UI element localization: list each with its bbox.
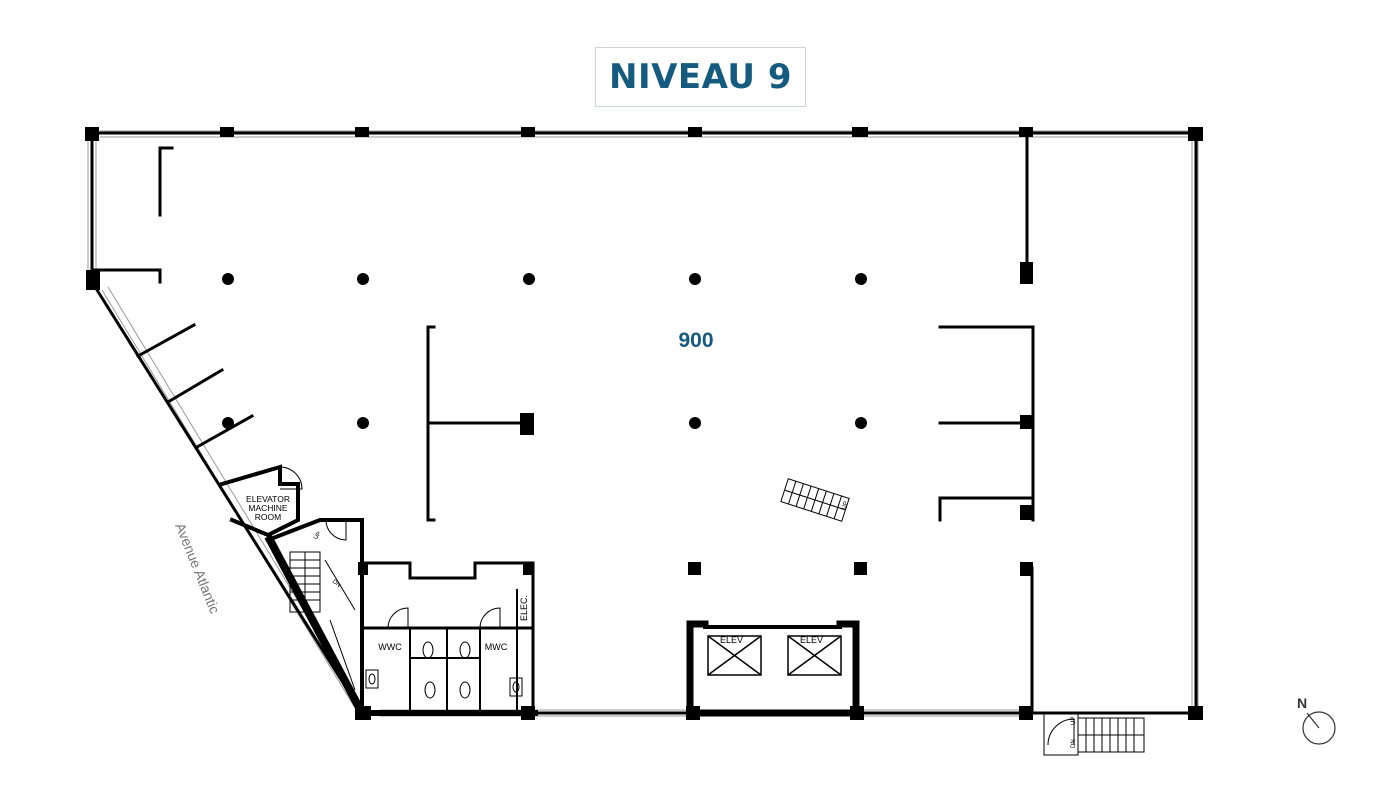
doors: [279, 466, 1075, 746]
central-stair: [780, 478, 850, 522]
pier-n5: [852, 127, 868, 137]
sink-bowl: [512, 681, 520, 693]
column: [523, 273, 535, 285]
pier-c2: [688, 562, 701, 575]
elevator-cross: [787, 635, 842, 676]
east-partition-arm-2: [938, 496, 1035, 522]
sink: [509, 677, 523, 697]
pier-n1: [220, 127, 234, 137]
suite-number: 900: [678, 329, 713, 352]
stair-core-wall: [265, 518, 364, 712]
pier-s2: [521, 706, 535, 720]
columns: [222, 273, 867, 429]
elevators: [707, 635, 842, 676]
corner-pier-nw: [85, 127, 99, 141]
stairs: [289, 478, 1145, 756]
pier-e4: [1020, 562, 1033, 576]
compass: N: [1297, 695, 1336, 745]
washroom-fixtures: [365, 641, 523, 699]
exterior-wall: [90, 131, 1198, 715]
elevator-core-wall-east: [836, 620, 860, 717]
door-swing: [325, 519, 347, 541]
pier-s1: [355, 706, 371, 720]
toilet: [459, 681, 471, 699]
floor-title: NIVEAU 9: [608, 57, 792, 97]
door-swing: [387, 607, 409, 629]
diagonal-partition-2: [165, 367, 225, 405]
nw-partition: [158, 146, 174, 217]
title-box: NIVEAU 9: [595, 47, 806, 107]
column: [855, 417, 867, 429]
se-stair: [1043, 712, 1145, 756]
toilet: [424, 681, 436, 699]
column: [222, 273, 234, 285]
door-swing: [279, 466, 303, 490]
door-swing: [479, 607, 501, 629]
east-partition: [938, 325, 1035, 522]
diagonal-partition-3: [194, 413, 255, 450]
corner-pier-se: [1188, 706, 1203, 720]
elevator-cross: [707, 635, 762, 676]
elevator-room-label: ELEVATOR: [246, 494, 290, 504]
column: [855, 273, 867, 285]
pier-c1: [520, 413, 534, 435]
stair-up-label: UP: [313, 531, 323, 541]
elec-label: ELEC.: [519, 595, 529, 621]
pier-s3: [686, 706, 700, 720]
west-stair: [289, 551, 356, 691]
compass-circle: [1302, 711, 1336, 745]
stair-up-label: UP: [1071, 717, 1077, 725]
sink: [365, 669, 379, 689]
elevator-room-label: ROOM: [255, 512, 281, 522]
nw-partition-2: [90, 268, 162, 284]
column: [357, 273, 369, 285]
column: [689, 417, 701, 429]
toilet: [459, 641, 471, 659]
elevator-room-label: MACHINE: [248, 503, 288, 513]
corner-pier-ne: [1188, 127, 1203, 141]
wall-piers: [85, 127, 1203, 720]
sink-bowl: [368, 673, 376, 685]
pier-n6: [1019, 127, 1033, 137]
stair-down-label: DN: [1071, 739, 1077, 748]
toilet: [422, 641, 434, 659]
stair-up-label: UP: [841, 501, 849, 511]
pier-n3: [521, 127, 535, 137]
pier-s5: [1019, 706, 1033, 720]
pier-e1: [1020, 262, 1033, 284]
diagonal-partition-1: [135, 322, 197, 359]
pier-w1: [86, 270, 100, 290]
labels: 900 Avenue Atlantic ELEVATOR MACHINE ROO…: [172, 329, 1077, 748]
wwc-label: WWC: [378, 642, 402, 652]
compass-label: N: [1297, 695, 1307, 711]
column: [357, 417, 369, 429]
elevator-car-2: [787, 635, 842, 676]
pier-c4: [523, 562, 533, 575]
street-label: Avenue Atlantic: [172, 521, 223, 616]
mwc-label: MWC: [485, 642, 508, 652]
column: [222, 417, 234, 429]
elevator-label-1: ELEV: [720, 635, 743, 645]
pier-e2: [1020, 415, 1032, 429]
pier-s4: [850, 706, 864, 720]
elevator-core-wall: [686, 620, 709, 717]
pier-c5: [358, 562, 368, 575]
pier-e3: [1020, 505, 1033, 520]
elevator-car-1: [707, 635, 762, 676]
compass-needle: [1306, 712, 1320, 729]
pier-c3: [854, 562, 867, 575]
pier-n2: [355, 127, 369, 137]
column: [689, 273, 701, 285]
door-swing: [1047, 718, 1075, 746]
pier-n4: [688, 127, 702, 137]
elevator-label-2: ELEV: [800, 635, 823, 645]
sw-wall: [264, 534, 368, 719]
stair-down-label: DN: [331, 579, 341, 589]
walls: [90, 131, 1198, 719]
